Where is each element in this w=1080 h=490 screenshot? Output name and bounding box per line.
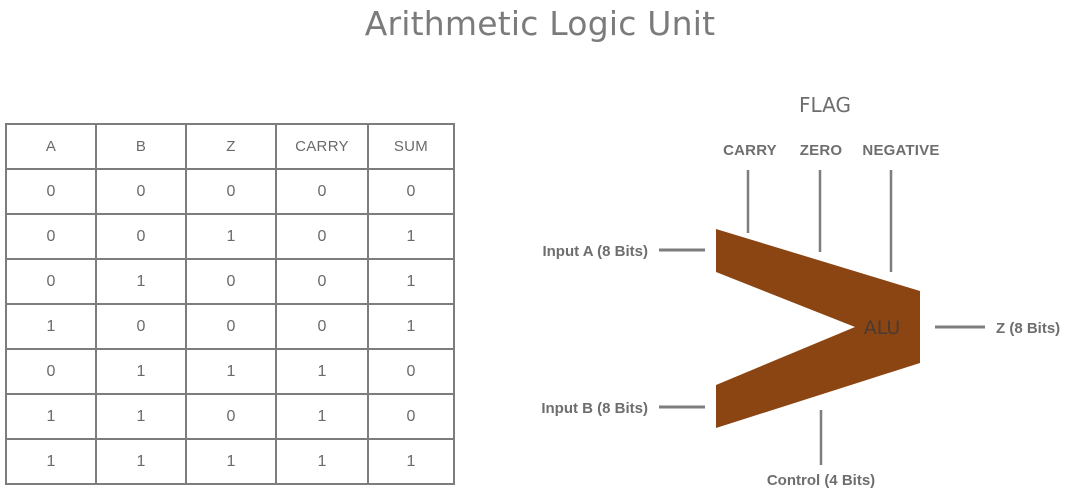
- truth-table: A B Z CARRY SUM 0 0 0 0 0 0 0 1 0 1 0 1 …: [5, 123, 455, 485]
- table-row: 0 1 1 1 0: [5, 348, 455, 395]
- cell-b: 1: [95, 438, 187, 485]
- cell-z: 1: [185, 348, 277, 395]
- table-row: 0 0 0 0 0: [5, 168, 455, 215]
- page-title: Arithmetic Logic Unit: [364, 4, 716, 43]
- output-z-label: Z (8 Bits): [996, 320, 1060, 337]
- cell-a: 1: [5, 303, 97, 350]
- cell-sum: 1: [367, 258, 455, 305]
- cell-sum: 0: [367, 168, 455, 215]
- table-row: 1 1 0 1 0: [5, 393, 455, 440]
- table-row: 0 1 0 0 1: [5, 258, 455, 305]
- cell-carry: 0: [275, 258, 369, 305]
- table-header-row: A B Z CARRY SUM: [5, 123, 455, 170]
- cell-carry: 1: [275, 393, 369, 440]
- cell-sum: 1: [367, 213, 455, 260]
- cell-z: 0: [185, 168, 277, 215]
- cell-b: 0: [95, 213, 187, 260]
- alu-body-shape: [716, 229, 920, 428]
- control-label: Control (4 Bits): [767, 472, 875, 489]
- flag-label-zero: ZERO: [800, 142, 843, 159]
- cell-sum: 1: [367, 303, 455, 350]
- column-header-carry: CARRY: [275, 123, 369, 170]
- alu-block-diagram: FLAG CARRY ZERO NEGATIVE ALU Input A (8 …: [460, 0, 1080, 490]
- cell-a: 0: [5, 168, 97, 215]
- cell-b: 1: [95, 348, 187, 395]
- cell-b: 1: [95, 258, 187, 305]
- cell-carry: 0: [275, 213, 369, 260]
- cell-z: 1: [185, 438, 277, 485]
- input-a-label: Input A (8 Bits): [542, 243, 648, 260]
- cell-carry: 0: [275, 303, 369, 350]
- column-header-z: Z: [185, 123, 277, 170]
- cell-z: 0: [185, 303, 277, 350]
- cell-z: 0: [185, 393, 277, 440]
- cell-a: 0: [5, 258, 97, 305]
- cell-sum: 0: [367, 348, 455, 395]
- cell-b: 0: [95, 303, 187, 350]
- cell-b: 0: [95, 168, 187, 215]
- column-header-a: A: [5, 123, 97, 170]
- cell-a: 1: [5, 393, 97, 440]
- cell-carry: 1: [275, 438, 369, 485]
- cell-z: 1: [185, 213, 277, 260]
- cell-sum: 0: [367, 393, 455, 440]
- cell-sum: 1: [367, 438, 455, 485]
- input-b-label: Input B (8 Bits): [541, 400, 648, 417]
- table-row: 0 0 1 0 1: [5, 213, 455, 260]
- table-row: 1 0 0 0 1: [5, 303, 455, 350]
- cell-z: 0: [185, 258, 277, 305]
- flag-label-carry: CARRY: [723, 142, 777, 159]
- cell-carry: 1: [275, 348, 369, 395]
- cell-carry: 0: [275, 168, 369, 215]
- flag-label-negative: NEGATIVE: [862, 142, 939, 159]
- cell-b: 1: [95, 393, 187, 440]
- flag-group-label: FLAG: [799, 93, 851, 117]
- cell-a: 0: [5, 348, 97, 395]
- column-header-b: B: [95, 123, 187, 170]
- column-header-sum: SUM: [367, 123, 455, 170]
- table-row: 1 1 1 1 1: [5, 438, 455, 485]
- cell-a: 1: [5, 438, 97, 485]
- cell-a: 0: [5, 213, 97, 260]
- alu-block-label: ALU: [864, 317, 901, 339]
